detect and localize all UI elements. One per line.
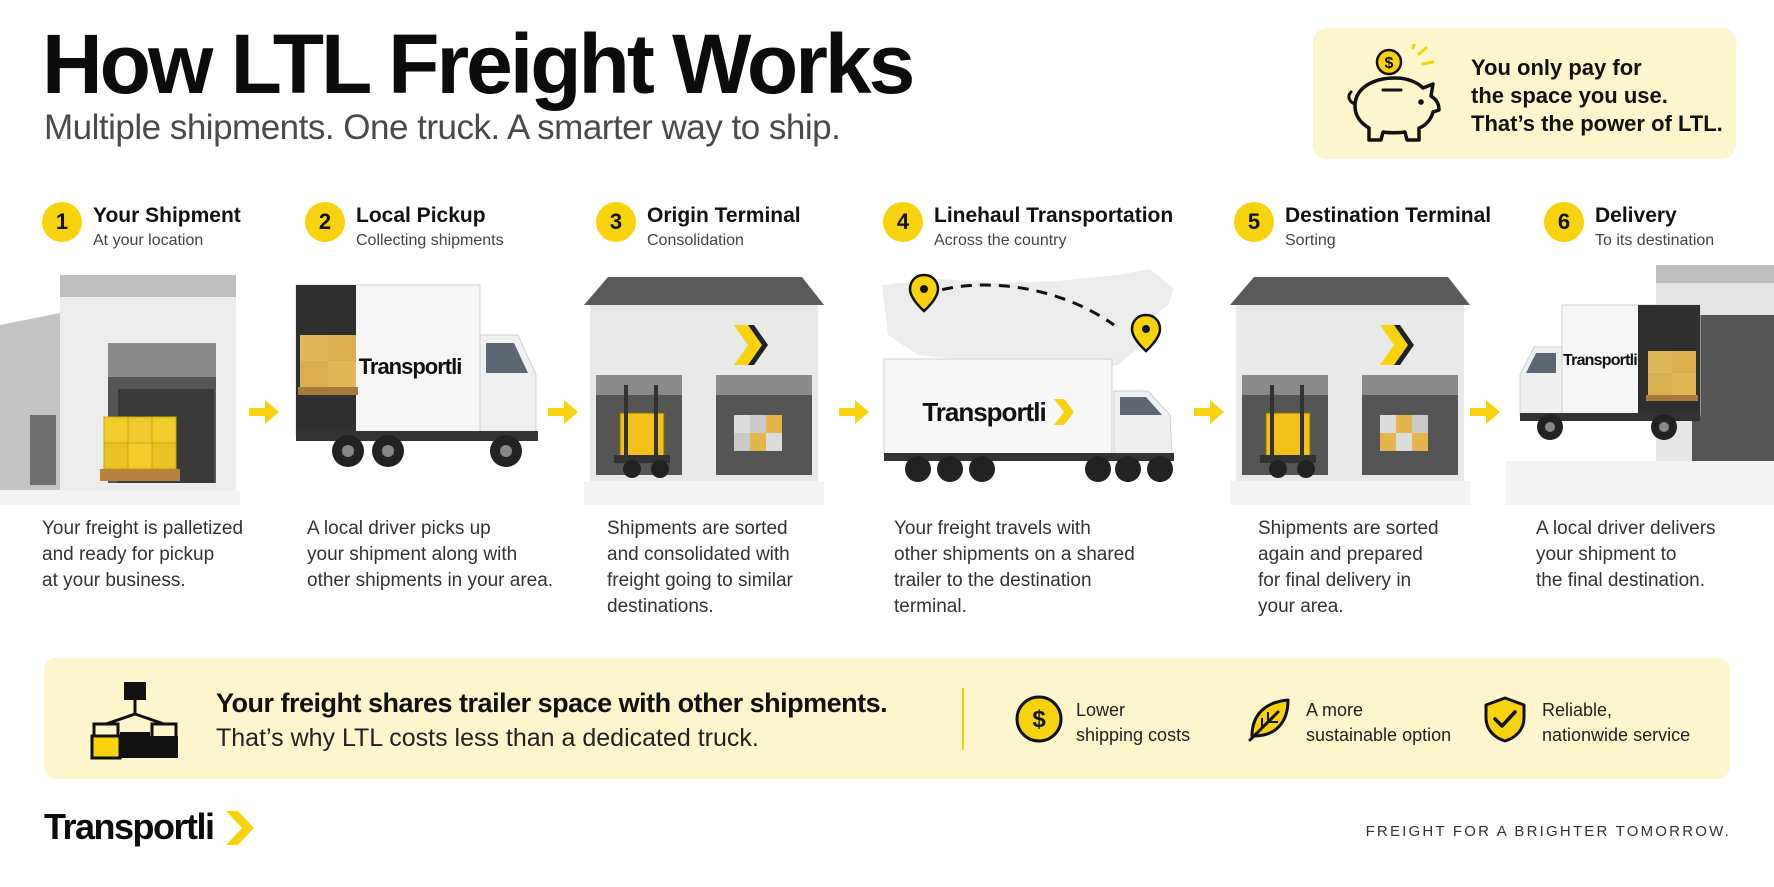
step-number-badge: 6 (1544, 202, 1584, 242)
step-5-description: Shipments are sorted again and prepared … (1258, 516, 1518, 620)
shared-boxes-icon (90, 682, 178, 760)
step-4-description: Your freight travels with other shipment… (894, 516, 1154, 620)
description-line: Shipments are sorted (607, 518, 788, 539)
page-title: How LTL Freight Works (42, 17, 915, 111)
origin-terminal-illustration (584, 277, 824, 505)
description-line: your area. (1258, 596, 1344, 617)
step-title: Your Shipment (93, 204, 241, 227)
benefit-line: sustainable option (1306, 725, 1452, 745)
benefit-line: Reliable, (1542, 700, 1613, 720)
description-line: your shipment along with (307, 544, 518, 565)
benefit-line: A more (1306, 700, 1364, 720)
description-line: freight going to similar (607, 570, 793, 591)
linehaul-illustration: Transportli (882, 269, 1174, 482)
benefit-line: shipping costs (1076, 725, 1191, 745)
chevron-logo-icon (226, 811, 254, 845)
description-line: your shipment to (1536, 544, 1677, 565)
svg-text:$: $ (1385, 55, 1394, 72)
step-arrow-icon (548, 400, 578, 424)
callout-line: You only pay for (1471, 55, 1642, 80)
page-subtitle: Multiple shipments. One truck. A smarter… (44, 108, 841, 147)
delivery-brand-text: Transportli (1563, 352, 1637, 369)
description-line: and consolidated with (607, 544, 790, 565)
step-2-description: A local driver picks up your shipment al… (307, 516, 567, 594)
trailer-brand-text: Transportli (922, 397, 1045, 427)
description-line: Your freight travels with (894, 518, 1091, 539)
callout-line: That’s the power of LTL. (1471, 111, 1723, 136)
description-line: terminal. (894, 596, 967, 617)
step-subtitle: To its destination (1595, 232, 1715, 249)
piggy-bank-icon: $ (1347, 44, 1441, 142)
description-line: at your business. (42, 570, 186, 591)
banner-divider (962, 688, 964, 750)
description-line: other shipments in your area. (307, 570, 554, 591)
footer-tagline: FREIGHT FOR A BRIGHTER TOMORROW. (1365, 823, 1731, 840)
banner-title: Your freight shares trailer space with o… (216, 688, 888, 718)
step-subtitle: Collecting shipments (356, 232, 504, 249)
step-number-badge: 2 (305, 202, 345, 242)
step-arrow-icon (1194, 400, 1224, 424)
warehouse-illustration (0, 275, 240, 505)
svg-text:$: $ (1032, 706, 1046, 733)
step-6-description: A local driver delivers your shipment to… (1536, 516, 1766, 594)
callout-line: the space you use. (1471, 83, 1668, 108)
banner-subtitle: That’s why LTL costs less than a dedicat… (216, 724, 759, 752)
callout-text: You only pay for the space you use. That… (1471, 54, 1723, 138)
step-title: Delivery (1595, 204, 1677, 227)
description-line: trailer to the destination (894, 570, 1092, 591)
step-title: Destination Terminal (1285, 204, 1492, 227)
description-line: again and prepared (1258, 544, 1423, 565)
description-line: for final delivery in (1258, 570, 1412, 591)
step-3-description: Shipments are sorted and consolidated wi… (607, 516, 867, 620)
description-line: A local driver delivers (1536, 518, 1716, 539)
step-arrow-icon (1470, 400, 1500, 424)
description-line: Your freight is palletized (42, 518, 244, 539)
description-line: the final destination. (1536, 570, 1706, 591)
shared-space-banner: Your freight shares trailer space with o… (44, 658, 1730, 779)
truck-brand-text: Transportli (359, 354, 462, 379)
description-line: and ready for pickup (42, 544, 215, 565)
box-truck-illustration: Transportli (295, 284, 538, 467)
dollar-coin-icon: $ (1015, 695, 1063, 743)
step-number-badge: 4 (883, 202, 923, 242)
description-line: Shipments are sorted (1258, 518, 1439, 539)
step-subtitle: Consolidation (647, 232, 744, 249)
benefit-line: Lower (1076, 700, 1126, 720)
description-line: other shipments on a shared (894, 544, 1135, 565)
benefit-line: nationwide service (1542, 725, 1691, 745)
logo-wordmark: Transportli (44, 806, 215, 847)
step-number-badge: 5 (1234, 202, 1274, 242)
description-line: destinations. (607, 596, 714, 617)
step-subtitle: Sorting (1285, 232, 1336, 249)
delivery-truck-illustration: Transportli (1506, 265, 1774, 505)
step-arrow-icon (839, 400, 869, 424)
step-title: Local Pickup (356, 204, 486, 227)
step-number-badge: 3 (596, 202, 636, 242)
step-title: Linehaul Transportation (934, 204, 1174, 227)
step-1-description: Your freight is palletized and ready for… (42, 516, 302, 594)
description-line: A local driver picks up (307, 518, 491, 539)
pay-for-space-callout: $ You only pay for the space you use. Th… (1313, 28, 1736, 159)
destination-terminal-illustration (1230, 277, 1470, 505)
brand-logo: Transportli (44, 806, 254, 850)
shield-check-icon (1484, 696, 1526, 743)
step-number-badge: 1 (42, 202, 82, 242)
step-subtitle: At your location (93, 232, 204, 249)
step-title: Origin Terminal (647, 204, 801, 227)
step-subtitle: Across the country (934, 232, 1067, 249)
step-arrow-icon (249, 400, 279, 424)
leaf-icon (1248, 698, 1290, 742)
